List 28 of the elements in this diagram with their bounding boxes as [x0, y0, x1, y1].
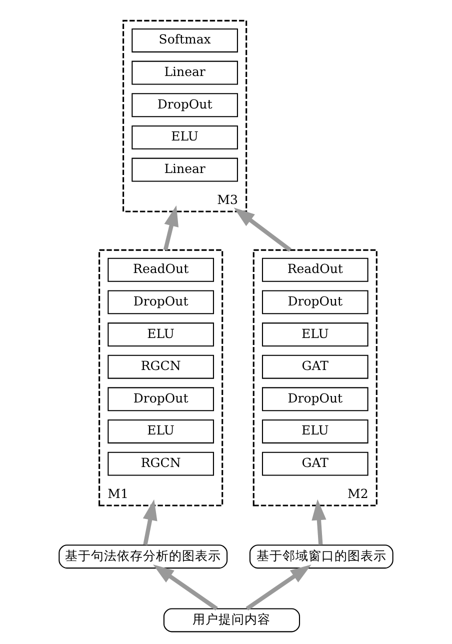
node-box: ELU [262, 419, 368, 444]
node-box: 用户提问内容 [163, 608, 300, 632]
node-box: ELU [108, 322, 214, 346]
node-box: GAT [262, 354, 368, 379]
node-box: ReadOut [108, 258, 214, 282]
node-box: 基于邻域窗口的图表示 [249, 544, 394, 569]
node-box: Linear [132, 158, 238, 182]
arrow [142, 499, 158, 546]
node-box: ELU [262, 322, 368, 346]
node-box: ELU [132, 125, 238, 150]
arrow [163, 205, 179, 251]
node-box: 基于句法依存分析的图表示 [58, 544, 228, 569]
node-box: DropOut [108, 290, 214, 314]
node-box: GAT [262, 452, 368, 476]
node-box: DropOut [262, 290, 368, 314]
node-box: DropOut [132, 93, 238, 118]
arrow [246, 564, 312, 610]
node-box: RGCN [108, 452, 214, 476]
node-box: ReadOut [262, 258, 368, 282]
node-box: DropOut [262, 387, 368, 412]
node-box: ELU [108, 419, 214, 444]
arrow [312, 499, 326, 545]
node-box: Softmax [132, 28, 238, 52]
arrow [234, 208, 292, 252]
node-box: RGCN [108, 354, 214, 379]
node-box: Linear [132, 60, 238, 85]
node-box: DropOut [108, 387, 214, 412]
arrow [153, 564, 218, 610]
